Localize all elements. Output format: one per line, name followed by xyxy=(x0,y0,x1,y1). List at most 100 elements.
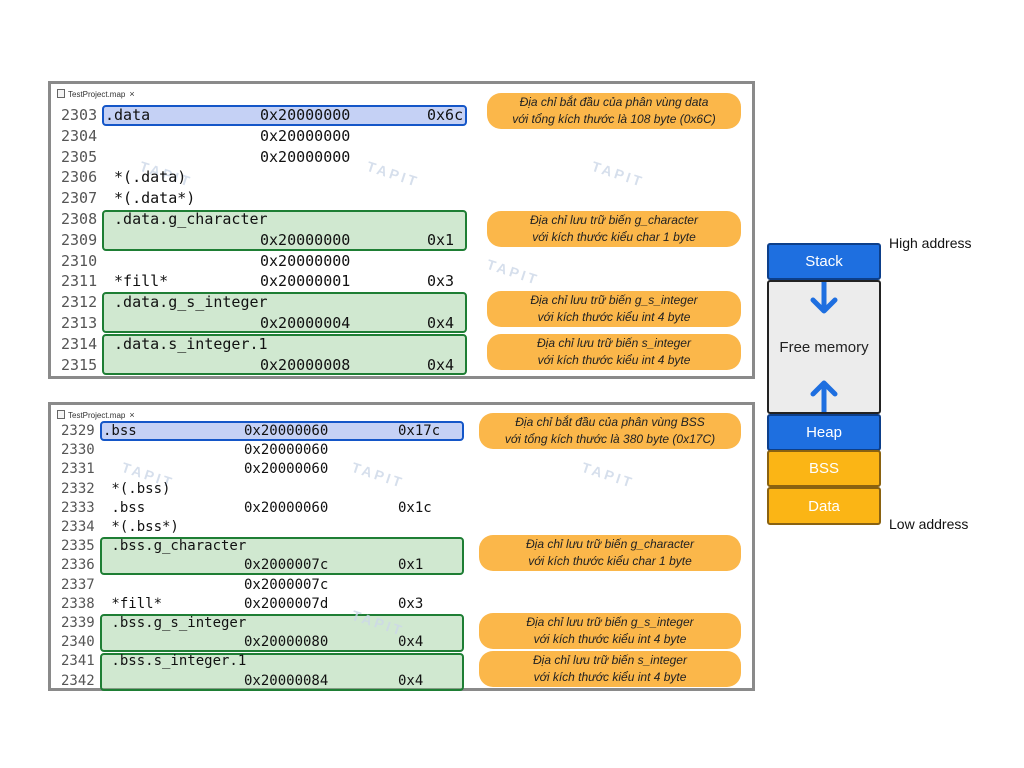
line-number: 2337 xyxy=(61,576,95,593)
line-number: 2304 xyxy=(61,126,98,145)
line-number: 2338 xyxy=(61,595,95,612)
callout-text-line: với kích thước kiểu int 4 byte xyxy=(537,310,691,324)
address-value: 0x20000000 xyxy=(260,230,351,249)
callout-text-line: với kích thước kiểu int 4 byte xyxy=(533,632,687,646)
bss-section-highlight xyxy=(100,421,464,441)
map-line: 2335 .bss.g_character xyxy=(51,537,491,556)
size-value: 0x3 xyxy=(398,595,424,612)
memory-data-block: Data xyxy=(767,487,881,525)
address-value: 0x20000060 xyxy=(244,442,329,459)
size-value: 0x1 xyxy=(398,557,424,574)
map-line: 2332 *(.bss) xyxy=(51,480,491,499)
address-value: 0x20000060 xyxy=(244,423,329,439)
address-value: 0x20000080 xyxy=(244,634,329,651)
section-name: .bss.s_integer.1 xyxy=(103,653,247,670)
line-number: 2308 xyxy=(61,210,98,228)
line-number: 2339 xyxy=(61,615,95,631)
watermark-logo: TAPIT xyxy=(579,458,637,492)
arrow-up-icon xyxy=(810,380,838,412)
size-value: 0x1c xyxy=(398,499,432,516)
close-icon[interactable]: × xyxy=(129,89,135,99)
line-number: 2341 xyxy=(61,653,95,670)
watermark-logo: TAPIT xyxy=(484,255,542,289)
size-value: 0x1 xyxy=(427,230,455,249)
line-number: 2303 xyxy=(61,106,98,124)
section-name: *(.bss) xyxy=(103,480,171,497)
section-name: .data.g_s_integer xyxy=(105,293,268,312)
map-line: 2334 *(.bss*) xyxy=(51,518,491,537)
address-value: 0x20000000 xyxy=(260,251,351,270)
section-name: .bss xyxy=(103,499,146,516)
memory-stack-block: Stack xyxy=(767,243,881,280)
callout-text-line: với tổng kích thước là 380 byte (0x17C) xyxy=(504,432,716,446)
memory-bss-block: BSS xyxy=(767,450,881,487)
address-value: 0x20000084 xyxy=(244,672,329,689)
line-number: 2329 xyxy=(61,423,95,439)
g-character-highlight xyxy=(100,537,464,575)
address-value: 0x20000004 xyxy=(260,314,351,332)
watermark-logo: TAPIT xyxy=(589,157,647,191)
address-value: 0x20000000 xyxy=(260,106,351,124)
map-line: 2305 0x20000000 xyxy=(51,147,491,168)
line-number: 2340 xyxy=(61,634,95,651)
callout-text-line: Địa chỉ bắt đầu của phân vùng data xyxy=(519,95,709,109)
callout-text-line: Địa chỉ lưu trữ biến g_s_integer xyxy=(526,615,694,629)
address-value: 0x20000060 xyxy=(244,461,329,478)
line-number: 2314 xyxy=(61,334,98,353)
line-number: 2311 xyxy=(61,272,98,291)
section-name: .data xyxy=(105,106,151,124)
section-name: .bss xyxy=(103,423,137,439)
g-s-integer-highlight xyxy=(102,292,467,333)
address-value: 0x20000000 xyxy=(260,126,351,145)
line-number: 2342 xyxy=(61,672,95,689)
g-character-highlight xyxy=(102,210,467,251)
annotation-callout: Địa chỉ lưu trữ biến g_character với kích… xyxy=(479,535,741,571)
section-name: *fill* xyxy=(103,595,163,612)
line-number: 2331 xyxy=(61,461,95,478)
map-line: 2329 .bss 0x20000060 0x17c xyxy=(51,422,491,441)
file-tab[interactable]: TestProject.map× xyxy=(57,89,135,99)
size-value: 0x4 xyxy=(398,634,424,651)
annotation-callout: Địa chỉ bắt đầu của phân vùng BSS với tổn… xyxy=(479,413,741,449)
file-tab[interactable]: TestProject.map× xyxy=(57,410,135,420)
callout-text-line: Địa chỉ lưu trữ biến g_character xyxy=(526,537,694,551)
section-name: .data.s_integer.1 xyxy=(105,334,268,353)
file-icon xyxy=(57,410,65,419)
line-number: 2310 xyxy=(61,251,98,270)
map-line: 2310 0x20000000 xyxy=(51,251,491,272)
section-name: *(.bss*) xyxy=(103,519,179,535)
size-value: 0x17c xyxy=(398,423,441,439)
address-value: 0x20000000 xyxy=(260,147,351,166)
callout-text-line: Địa chỉ bắt đầu của phân vùng BSS xyxy=(515,415,705,429)
map-line: 2314 .data.s_integer.1 xyxy=(51,334,491,355)
section-name: *(.data) xyxy=(105,168,187,187)
size-value: 0x4 xyxy=(427,355,455,374)
close-icon[interactable]: × xyxy=(129,410,135,420)
map-file-panel-data: TestProject.map× TAPIT TAPIT TAPIT TAPIT… xyxy=(48,81,755,379)
line-number: 2312 xyxy=(61,293,98,312)
callout-text-line: với kích thước kiểu char 1 byte xyxy=(532,230,696,244)
map-line: 2306 *(.data) xyxy=(51,167,491,188)
callout-text-line: với kích thước kiểu int 4 byte xyxy=(537,353,691,367)
callout-text-line: Địa chỉ lưu trữ biến g_character xyxy=(530,213,698,227)
section-name: *(.data*) xyxy=(105,189,196,208)
callout-text-line: với kích thước kiểu char 1 byte xyxy=(528,554,692,568)
g-s-integer-highlight xyxy=(100,614,464,652)
line-number: 2309 xyxy=(61,230,98,249)
high-address-label: High address xyxy=(889,235,972,251)
annotation-callout: Địa chỉ lưu trữ biến g_character với kích… xyxy=(487,211,741,247)
callout-text-line: với tổng kích thước là 108 byte (0x6C) xyxy=(512,112,716,126)
line-number: 2315 xyxy=(61,355,98,374)
map-line: 2331 0x20000060 xyxy=(51,460,491,479)
line-number: 2305 xyxy=(61,147,98,166)
line-number: 2333 xyxy=(61,499,95,516)
